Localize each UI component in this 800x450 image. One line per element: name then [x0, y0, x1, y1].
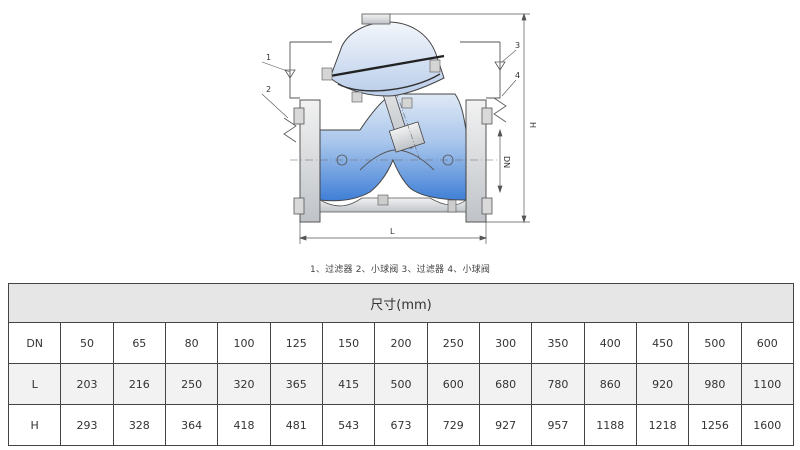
table-cell: 293 [60, 404, 114, 446]
table-title: 尺寸(mm) [8, 283, 794, 323]
table-cell: 1218 [635, 404, 690, 446]
table-cell: 400 [583, 322, 637, 364]
table-cell: 600 [740, 322, 795, 364]
dimension-label-l: L [390, 227, 395, 236]
callout-label-1: 1 [266, 53, 271, 62]
table-cell: 216 [112, 363, 166, 405]
callout-2-ball-valve: 2 [261, 85, 297, 143]
valve-drawing: 1 2 3 4 L H DN [261, 12, 537, 244]
table-cell: 320 [217, 363, 271, 405]
dimension-length [298, 222, 488, 244]
valve-bonnet [321, 13, 445, 109]
dimension-label-dn: DN [502, 156, 511, 168]
table-cell: 1100 [740, 363, 795, 405]
table-cell: 1600 [740, 404, 795, 446]
callout-label-3: 3 [515, 41, 520, 50]
table-cell: 350 [531, 322, 585, 364]
callout-3-filter: 3 [494, 41, 520, 71]
callout-label-4: 4 [515, 71, 520, 80]
table-cell: 780 [531, 363, 585, 405]
dimension-height [390, 12, 530, 224]
table-title-row: 尺寸(mm) [8, 283, 794, 323]
table-cell: 860 [583, 363, 637, 405]
table-cell: 250 [426, 322, 480, 364]
left-flange [293, 99, 321, 223]
table-cell: 729 [426, 404, 480, 446]
table-cell: 364 [164, 404, 219, 446]
callout-label-2: 2 [266, 85, 271, 94]
table-cell: 418 [217, 404, 271, 446]
row-header-h: H [7, 404, 62, 446]
control-piping [289, 41, 501, 99]
table-cell: 920 [635, 363, 690, 405]
table-cell: 65 [112, 322, 166, 364]
dimensions-table: 尺寸(mm) DN 50 65 80 100 125 150 200 250 3… [7, 283, 795, 446]
dimension-nominal [497, 128, 503, 194]
callout-4-ball-valve: 4 [493, 71, 520, 123]
table-cell: 500 [688, 322, 742, 364]
table-cell: 50 [60, 322, 114, 364]
table-cell: 415 [321, 363, 376, 405]
valve-stem [371, 39, 426, 161]
table-cell: 673 [374, 404, 428, 446]
table-cell: 203 [60, 363, 114, 405]
table-cell: 957 [531, 404, 585, 446]
table-cell: 500 [374, 363, 428, 405]
table-row-dn: DN 50 65 80 100 125 150 200 250 300 350 … [7, 322, 795, 364]
row-header-dn: DN [7, 322, 62, 364]
table-cell: 80 [164, 322, 219, 364]
table-cell: 1188 [583, 404, 637, 446]
callout-1-filter: 1 [261, 53, 296, 79]
table-cell: 927 [478, 404, 533, 446]
table-cell: 365 [269, 363, 323, 405]
table-cell: 328 [112, 404, 166, 446]
parts-caption: 1、过滤器 2、小球阀 3、过滤器 4、小球阀 [309, 265, 491, 275]
table-cell: 200 [374, 322, 428, 364]
table-cell: 125 [269, 322, 323, 364]
table-cell: 1256 [688, 404, 742, 446]
table-cell: 600 [426, 363, 480, 405]
dimension-label-h: H [528, 122, 537, 128]
table-cell: 481 [269, 404, 323, 446]
row-header-l: L [7, 363, 62, 405]
table-cell: 250 [164, 363, 219, 405]
table-row-h: H 293 328 364 418 481 543 673 729 927 95… [7, 404, 795, 446]
table-cell: 100 [217, 322, 271, 364]
table-row-l: L 203 216 250 320 365 415 500 600 680 78… [7, 363, 795, 405]
table-cell: 300 [478, 322, 533, 364]
table-cell: 450 [635, 322, 690, 364]
table-cell: 150 [321, 322, 376, 364]
table-cell: 543 [321, 404, 376, 446]
table-cell: 980 [688, 363, 742, 405]
table-cell: 680 [478, 363, 533, 405]
right-flange [465, 99, 493, 223]
